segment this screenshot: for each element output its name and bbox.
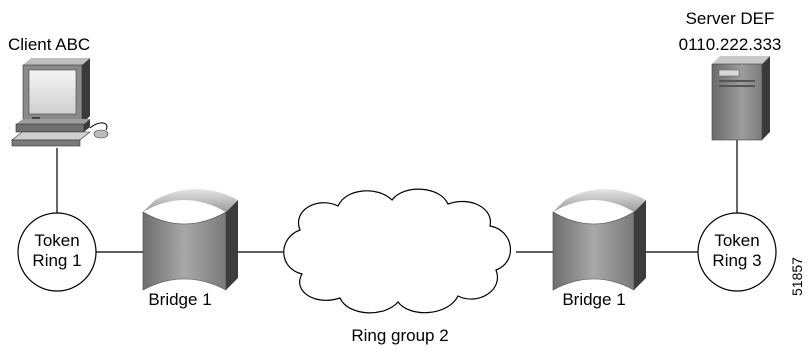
bridge-left: Bridge 1 <box>142 189 238 309</box>
bridge-right: Bridge 1 <box>552 189 646 309</box>
server-label: Server DEF <box>686 9 775 28</box>
server-icon <box>711 56 770 141</box>
server: Server DEF 0110.222.333 <box>679 9 782 141</box>
workstation-icon <box>11 58 109 147</box>
ring-group-cloud: Ring group 2 <box>283 188 512 345</box>
links <box>56 140 738 253</box>
token-ring-1-line2: Ring 1 <box>32 251 81 270</box>
cloud-shape <box>283 188 512 314</box>
client-label: Client ABC <box>8 35 90 54</box>
server-address: 0110.222.333 <box>679 35 782 54</box>
ring-group-label: Ring group 2 <box>351 326 448 345</box>
token-ring-3-line1: Token <box>714 231 759 250</box>
bridge-right-label: Bridge 1 <box>562 290 625 309</box>
token-ring-3: Token Ring 3 <box>697 212 777 292</box>
token-ring-1-circle <box>17 212 97 292</box>
bridge-icon <box>552 189 646 291</box>
token-ring-3-circle <box>697 212 777 292</box>
token-ring-1-line1: Token <box>34 231 79 250</box>
bridge-left-label: Bridge 1 <box>148 290 211 309</box>
token-ring-3-line2: Ring 3 <box>712 251 761 270</box>
client-workstation: Client ABC <box>8 35 109 147</box>
token-ring-1: Token Ring 1 <box>17 212 97 292</box>
bridge-icon <box>142 189 238 291</box>
figure-id: 51857 <box>789 257 805 296</box>
